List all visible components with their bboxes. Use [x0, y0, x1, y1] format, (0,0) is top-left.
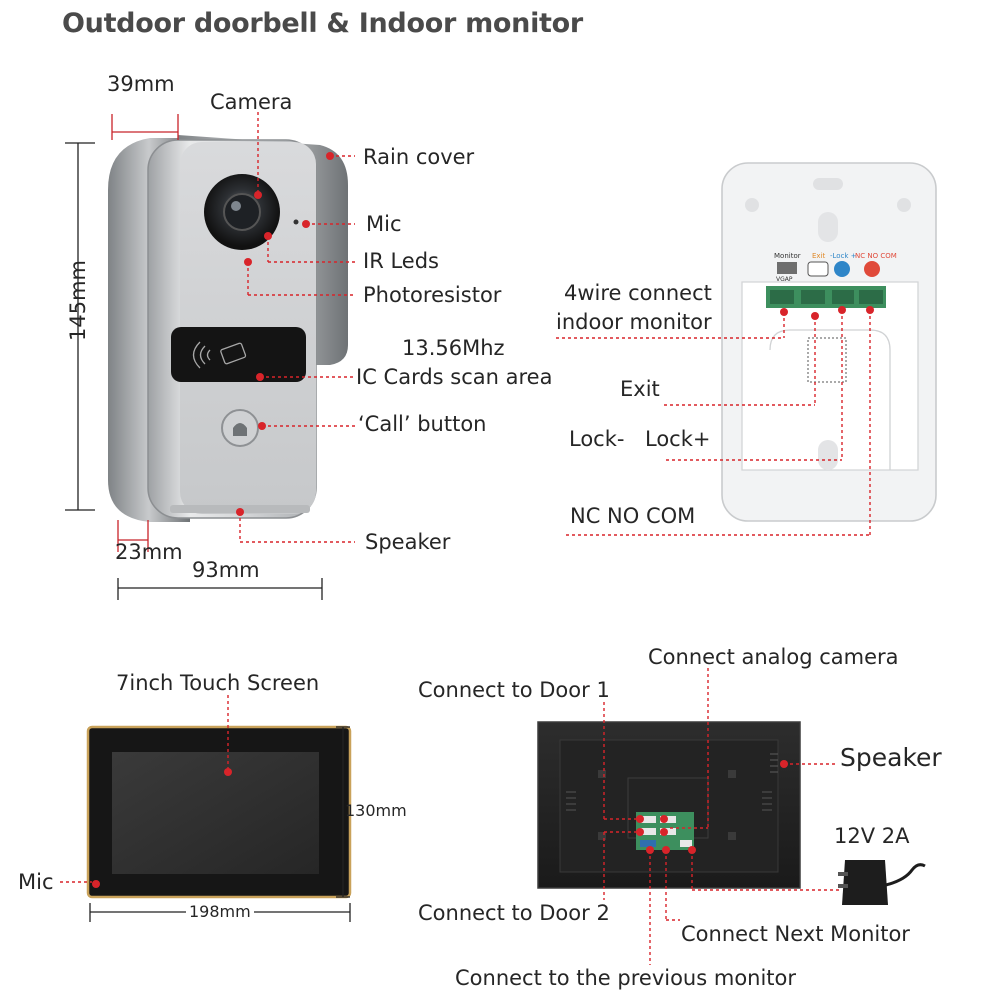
- rain-cover-label: Rain cover: [363, 145, 475, 169]
- tiny-lock-label: -Lock +: [830, 252, 857, 260]
- door2-label: Connect to Door 2: [418, 901, 610, 925]
- ic-cards-label: IC Cards scan area: [356, 365, 553, 389]
- ir-leds-label: IR Leds: [363, 249, 439, 273]
- photoresistor-label: Photoresistor: [363, 283, 502, 307]
- tiny-nc-label: NC NO COM: [855, 252, 897, 260]
- dim-height-label: 145mm: [66, 260, 90, 341]
- lock-plus-label: Lock+: [645, 427, 711, 451]
- monitor-speaker-label: Speaker: [840, 743, 942, 772]
- power-label: 12V 2A: [834, 824, 910, 848]
- four-wire-label: 4wire connect: [564, 281, 712, 305]
- doorbell-unit: [108, 135, 348, 522]
- analog-camera-label: Connect analog camera: [648, 645, 899, 669]
- lock-minus-label: Lock-: [569, 427, 625, 451]
- monitor-width-label: 198mm: [186, 904, 254, 920]
- nc-no-com-label: NC NO COM: [570, 504, 696, 528]
- next-monitor-label: Connect Next Monitor: [681, 922, 910, 946]
- mic-label: Mic: [366, 212, 402, 236]
- ic-card-area: [171, 327, 306, 382]
- nc-terminal-icon: [864, 261, 880, 277]
- camera-label: Camera: [210, 90, 293, 114]
- door1-label: Connect to Door 1: [418, 678, 610, 702]
- monitor-height-label: 130mm: [345, 801, 407, 820]
- back-plate-leaders: [556, 306, 874, 536]
- doorbell-dimensions: [65, 114, 323, 600]
- exit-label: Exit: [620, 377, 660, 401]
- call-button-label: ‘Call’ button: [358, 412, 487, 436]
- terminal-block: [766, 286, 886, 308]
- power-adapter-icon: [838, 860, 926, 905]
- frequency-label: 13.56Mhz: [402, 336, 505, 360]
- tiny-exit-label: Exit: [812, 252, 826, 260]
- monitor-back-leaders: [603, 668, 840, 965]
- monitor-back: [537, 721, 801, 889]
- lock-terminal-icon: [834, 261, 850, 277]
- back-plate: [721, 162, 937, 522]
- nfc-icon: [192, 341, 247, 369]
- monitor-mic-label: Mic: [18, 870, 54, 894]
- indoor-monitor-label: indoor monitor: [556, 310, 712, 334]
- touch-screen-label: 7inch Touch Screen: [116, 671, 320, 695]
- mic-hole: [293, 219, 299, 225]
- monitor-front: [86, 725, 352, 899]
- touch-screen: [112, 752, 319, 874]
- dim-top-width-label: 39mm: [107, 72, 175, 96]
- tiny-vgap-label: VGAP: [776, 276, 793, 283]
- monitor-terminal-icon: [777, 262, 797, 274]
- bell-icon: [233, 423, 247, 436]
- previous-monitor-label: Connect to the previous monitor: [455, 966, 797, 990]
- exit-terminal-icon: [807, 261, 829, 277]
- speaker-label: Speaker: [365, 530, 451, 554]
- tiny-monitor-label: Monitor: [774, 252, 801, 260]
- page-title: Outdoor doorbell & Indoor monitor: [62, 8, 583, 39]
- doorbell-leaders: [236, 112, 355, 543]
- dim-width-label: 93mm: [192, 558, 260, 582]
- dim-depth-label: 23mm: [115, 540, 183, 564]
